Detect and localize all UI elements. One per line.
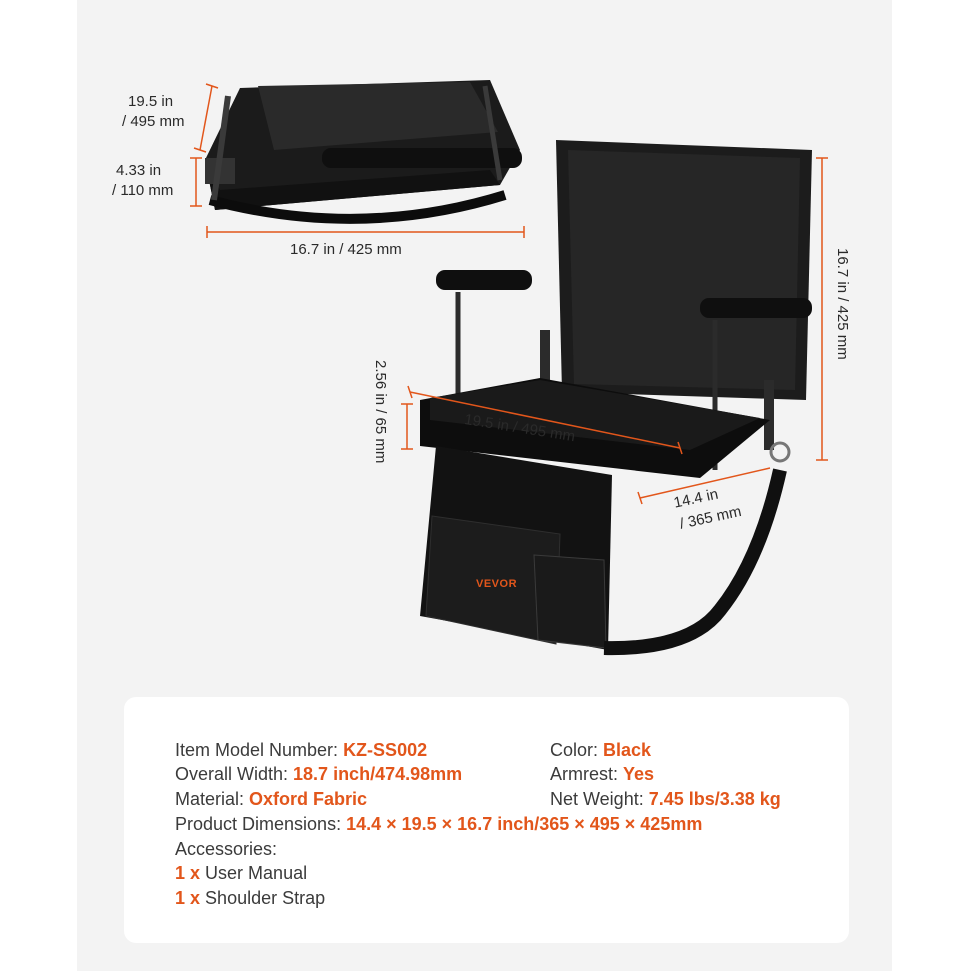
open-seat-image	[420, 140, 812, 656]
accessory-item: 1 x User Manual	[175, 861, 307, 885]
spec-material-label: Material:	[175, 789, 250, 809]
folded-seat-image	[205, 80, 522, 224]
spec-width-value: 18.7 inch/474.98mm	[293, 764, 463, 784]
spec-material-value: Oxford Fabric	[249, 789, 368, 809]
specs-card	[124, 697, 849, 943]
folded-dimension-lines	[190, 83, 525, 238]
folded-depth-mm: / 495 mm	[122, 113, 185, 130]
spec-color-value: Black	[603, 740, 652, 760]
folded-width: 16.7 in / 425 mm	[290, 241, 402, 258]
spec-armrest-label: Armrest:	[550, 764, 624, 784]
accessory-name: Shoulder Strap	[205, 888, 326, 908]
spec-weight-label: Net Weight:	[550, 789, 649, 809]
spec-dimensions-label: Product Dimensions:	[175, 814, 347, 834]
spec-armrest-value: Yes	[623, 764, 655, 784]
spec-color: Color: Black	[550, 738, 651, 762]
back-height-label: 16.7 in / 425 mm	[834, 248, 851, 360]
spec-dimensions-value: 14.4 × 19.5 × 16.7 inch/365 × 495 × 425m…	[346, 814, 703, 834]
accessory-name: User Manual	[205, 863, 308, 883]
accessory-qty: 1 x	[175, 863, 201, 883]
spec-model-label: Item Model Number:	[175, 740, 344, 760]
folded-depth-in: 19.5 in	[128, 93, 174, 110]
folded-height-in: 4.33 in	[116, 162, 162, 179]
accessory-item: 1 x Shoulder Strap	[175, 886, 325, 910]
spec-model: Item Model Number: KZ-SS002	[175, 738, 427, 762]
spec-armrest: Armrest: Yes	[550, 762, 654, 786]
spec-model-value: KZ-SS002	[343, 740, 428, 760]
spec-dimensions: Product Dimensions: 14.4 × 19.5 × 16.7 i…	[175, 812, 702, 836]
spec-width: Overall Width: 18.7 inch/474.98mm	[175, 762, 462, 786]
cushion-thickness-label: 2.56 in / 65 mm	[372, 360, 389, 464]
spec-weight: Net Weight: 7.45 lbs/3.38 kg	[550, 787, 781, 811]
accessories-label: Accessories:	[175, 839, 278, 859]
brand-logo: VEVOR	[476, 578, 518, 590]
open-dimension-lines	[401, 157, 828, 505]
spec-weight-value: 7.45 lbs/3.38 kg	[648, 789, 781, 809]
spec-width-label: Overall Width:	[175, 764, 294, 784]
product-illustration	[190, 80, 828, 656]
folded-height-mm: / 110 mm	[112, 182, 174, 199]
spec-color-label: Color:	[550, 740, 604, 760]
accessory-qty: 1 x	[175, 888, 201, 908]
spec-material: Material: Oxford Fabric	[175, 787, 367, 811]
